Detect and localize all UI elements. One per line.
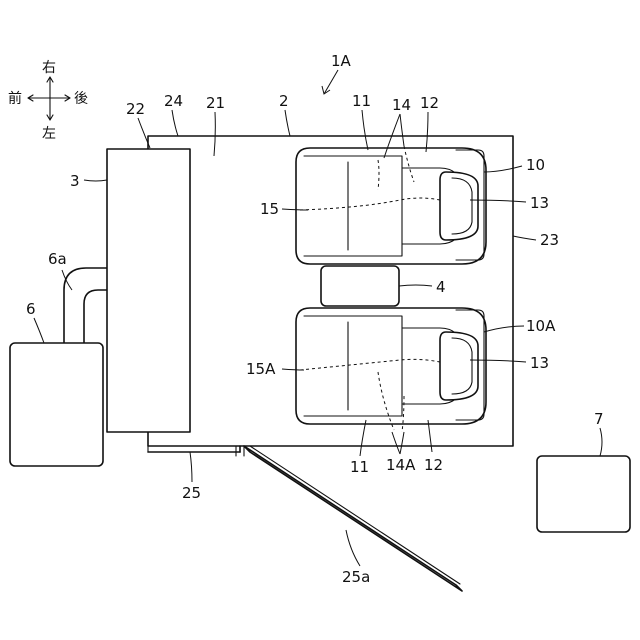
- label-25: 25: [182, 484, 201, 502]
- label-15: 15: [260, 200, 279, 218]
- label-14a: 14A: [386, 456, 416, 474]
- label-6a: 6a: [48, 250, 67, 268]
- label-1a: 1A: [331, 52, 352, 70]
- label-14: 14: [392, 96, 411, 114]
- item-4: [321, 266, 399, 306]
- seat-10a: [296, 308, 486, 432]
- label-11-lower: 11: [350, 458, 369, 476]
- label-13-lower: 13: [530, 354, 549, 372]
- label-25a: 25a: [342, 568, 370, 586]
- label-13-upper: 13: [530, 194, 549, 212]
- label-2: 2: [279, 92, 289, 110]
- label-12-upper: 12: [420, 94, 439, 112]
- label-10a: 10A: [526, 317, 556, 335]
- label-23: 23: [540, 231, 559, 249]
- label-21: 21: [206, 94, 225, 112]
- label-15a: 15A: [246, 360, 276, 378]
- compass-rear-label: 後: [74, 91, 88, 107]
- direction-compass: 右 前 後 左: [8, 60, 88, 142]
- seat-10: [296, 146, 486, 264]
- label-3: 3: [70, 172, 80, 190]
- label-10: 10: [526, 156, 545, 174]
- box-7: [537, 456, 630, 532]
- compass-left-label: 左: [42, 126, 56, 142]
- unit-3: [107, 149, 190, 432]
- compass-right-label: 右: [42, 60, 56, 76]
- door-25: [236, 446, 244, 456]
- label-22: 22: [126, 100, 145, 118]
- label-12-lower: 12: [424, 456, 443, 474]
- label-4: 4: [436, 278, 446, 296]
- box-6: [10, 343, 103, 466]
- label-24: 24: [164, 92, 183, 110]
- label-7: 7: [594, 410, 604, 428]
- compass-front-label: 前: [8, 90, 22, 107]
- label-6: 6: [26, 300, 36, 318]
- label-11-upper: 11: [352, 92, 371, 110]
- duct-6a: [64, 268, 107, 346]
